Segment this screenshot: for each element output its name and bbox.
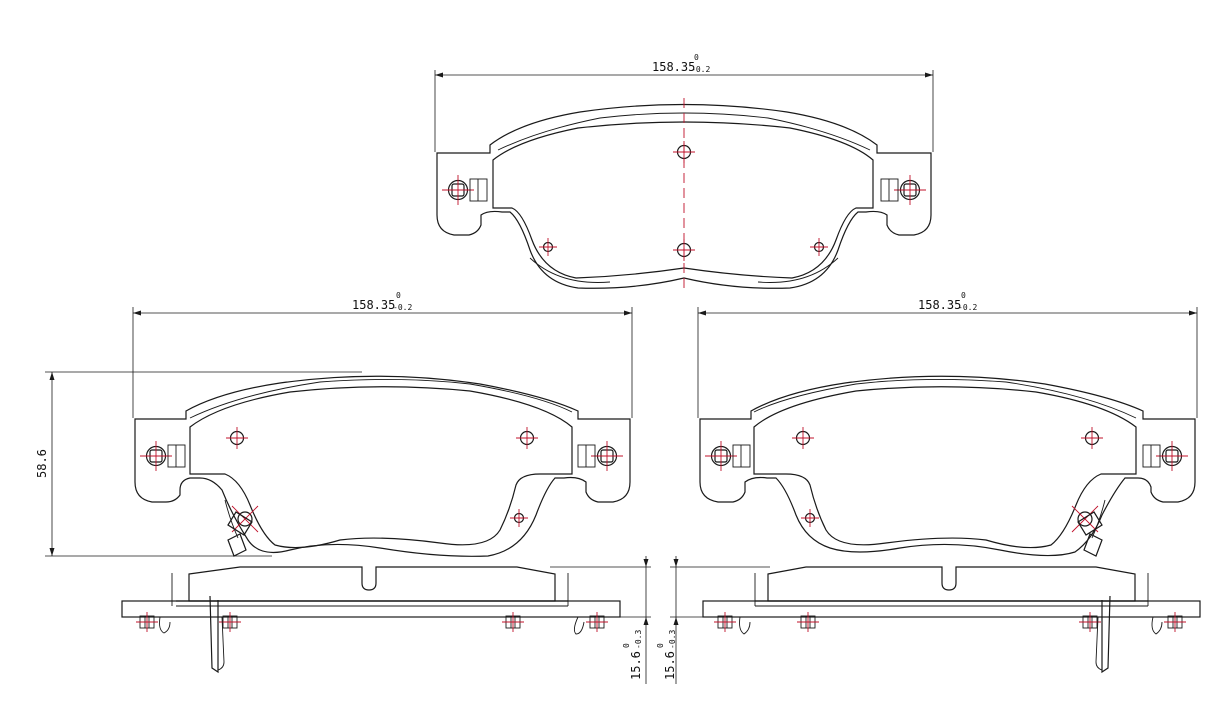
svg-text:0: 0 — [656, 643, 665, 648]
right-side-view — [670, 556, 1201, 684]
height-dimension — [45, 371, 362, 557]
right-width-label: 158.35 0 -0.2 — [918, 291, 977, 312]
top-width-dimension — [434, 70, 934, 152]
left-width-label: 158.35 0 -0.2 — [352, 291, 412, 312]
top-brake-pad — [434, 70, 934, 292]
svg-text:-0.3: -0.3 — [668, 630, 677, 649]
svg-text:158.35: 158.35 — [652, 60, 695, 74]
svg-text:0: 0 — [694, 53, 699, 62]
svg-text:0: 0 — [961, 291, 966, 300]
svg-text:15.6: 15.6 — [629, 651, 643, 680]
svg-text:-0.3: -0.3 — [634, 630, 643, 649]
svg-text:-0.2: -0.2 — [958, 303, 977, 312]
left-side-view — [121, 556, 651, 684]
right-brake-pad — [697, 307, 1198, 557]
right-width-dimension — [697, 307, 1198, 418]
svg-text:158.35: 158.35 — [352, 298, 395, 312]
left-wear-sensor — [224, 499, 259, 557]
svg-text:-0.2: -0.2 — [691, 65, 710, 74]
right-wear-sensor — [1071, 499, 1106, 557]
height-label: 58.6 — [35, 449, 49, 478]
top-width-label: 158.35 0 -0.2 — [652, 53, 710, 74]
svg-text:0: 0 — [396, 291, 401, 300]
svg-text:158.35: 158.35 — [918, 298, 961, 312]
svg-text:58.6: 58.6 — [35, 449, 49, 478]
left-width-dimension — [132, 307, 633, 418]
svg-text:-0.2: -0.2 — [393, 303, 412, 312]
svg-text:0: 0 — [622, 643, 631, 648]
thickness-left-label: 15.6 0 -0.3 — [622, 630, 643, 680]
svg-text:15.6: 15.6 — [663, 651, 677, 680]
left-brake-pad — [45, 307, 633, 557]
thickness-right-label: 15.6 0 -0.3 — [656, 630, 677, 680]
